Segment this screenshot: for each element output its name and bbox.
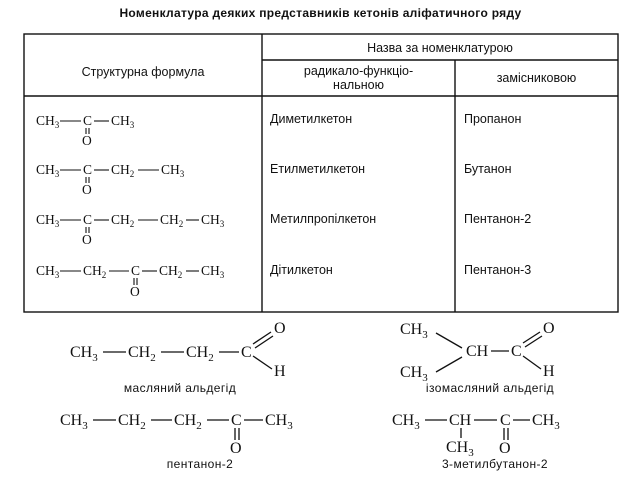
svg-text:CH2: CH2	[118, 412, 146, 432]
svg-text:CH3: CH3	[532, 412, 560, 432]
svg-text:CH2: CH2	[111, 212, 134, 229]
svg-text:CH3: CH3	[265, 412, 293, 432]
svg-text:C: C	[500, 412, 511, 429]
svg-text:CH3: CH3	[201, 263, 225, 280]
svg-text:O: O	[130, 284, 140, 299]
svg-text:C: C	[231, 412, 242, 429]
svg-text:C: C	[83, 212, 92, 227]
label-3-methylbutanone-2: 3-метилбутанон-2	[441, 457, 549, 471]
formula-pentanone-2: CH3 CH2 CH2 C CH3 O	[60, 412, 293, 457]
formula-isobutyraldehyde: CH3 CH3 CH C O H	[400, 320, 555, 384]
row1-substitutive-name: Пропанон	[464, 112, 522, 126]
svg-text:O: O	[82, 182, 92, 197]
row1-radical-name: Диметилкетон	[270, 112, 353, 126]
svg-text:C: C	[241, 344, 252, 361]
formula-3-methylbutanone-2: CH3 CH C CH3 CH3 O	[392, 412, 560, 459]
formula-pentanone-3-table: CH3 CH2 C CH2 CH3 O	[36, 263, 225, 299]
formula-pentanone-2-table: CH3 C CH2 CH2 CH3 O	[36, 212, 225, 247]
svg-text:CH: CH	[449, 412, 472, 429]
svg-text:C: C	[131, 263, 140, 278]
svg-text:CH3: CH3	[400, 364, 428, 384]
svg-text:CH2: CH2	[128, 344, 156, 364]
svg-text:CH3: CH3	[400, 321, 428, 341]
label-butyraldehyde: масляний альдегід	[123, 381, 237, 395]
svg-text:CH2: CH2	[111, 162, 134, 179]
svg-text:CH3: CH3	[60, 412, 88, 432]
svg-text:CH: CH	[466, 343, 489, 360]
page-title: Номенклатура деяких представників кетоні…	[119, 6, 522, 20]
row4-substitutive-name: Пентанон-3	[464, 263, 532, 277]
svg-text:C: C	[83, 113, 92, 128]
svg-text:O: O	[82, 232, 92, 247]
svg-text:CH3: CH3	[111, 113, 135, 130]
row4-radical-name: Дітилкетон	[270, 263, 333, 277]
header-substitutive: замісниковою	[496, 71, 577, 85]
svg-text:CH3: CH3	[36, 162, 60, 179]
formula-butyraldehyde: CH3 CH2 CH2 C O H	[70, 320, 286, 380]
svg-text:CH2: CH2	[160, 212, 183, 229]
svg-text:CH3: CH3	[36, 113, 60, 130]
svg-text:O: O	[499, 440, 511, 457]
formula-butanone: CH3 C CH2 CH3 O	[36, 162, 185, 197]
svg-text:CH2: CH2	[83, 263, 106, 280]
formula-propanone: CH3 C CH3 O	[36, 113, 135, 148]
svg-text:CH3: CH3	[36, 263, 60, 280]
svg-text:CH2: CH2	[174, 412, 202, 432]
row3-substitutive-name: Пентанон-2	[464, 212, 532, 226]
svg-text:CH3: CH3	[36, 212, 60, 229]
row2-substitutive-name: Бутанон	[464, 162, 512, 176]
svg-text:O: O	[274, 320, 286, 337]
svg-text:CH3: CH3	[446, 439, 474, 459]
svg-text:O: O	[543, 320, 555, 337]
svg-text:O: O	[82, 133, 92, 148]
svg-text:CH2: CH2	[186, 344, 214, 364]
svg-text:CH3: CH3	[392, 412, 420, 432]
svg-text:H: H	[543, 363, 555, 380]
svg-text:O: O	[230, 440, 242, 457]
label-isobutyraldehyde: ізомасляний альдегід	[425, 381, 555, 395]
svg-text:CH3: CH3	[70, 344, 98, 364]
svg-text:CH3: CH3	[161, 162, 185, 179]
label-pentanone-2: пентанон-2	[166, 457, 234, 471]
header-radical-line1: радикало-функціо-	[303, 64, 414, 78]
svg-text:H: H	[274, 363, 286, 380]
row3-radical-name: Метилпропілкетон	[270, 212, 377, 226]
svg-text:CH2: CH2	[159, 263, 182, 280]
header-radical-line2: нальною	[333, 78, 384, 92]
svg-text:C: C	[83, 162, 92, 177]
row2-radical-name: Етилметилкетон	[270, 162, 366, 176]
header-names: Назва за номенклатурою	[367, 41, 513, 55]
svg-text:C: C	[511, 343, 522, 360]
svg-text:CH3: CH3	[201, 212, 225, 229]
header-structural-formula: Структурна формула	[81, 65, 205, 79]
header-radical-functional: радикало-функціо- нальною	[262, 64, 455, 92]
